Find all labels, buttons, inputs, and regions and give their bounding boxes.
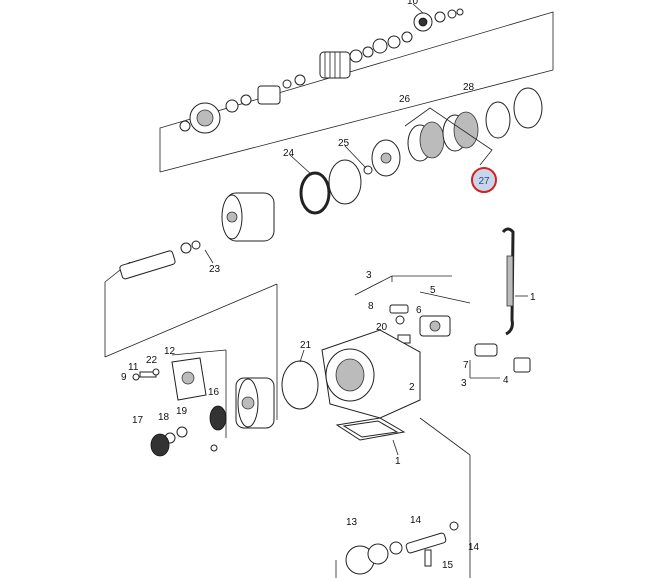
upper-shaft-assembly: 27 [104, 3, 554, 357]
label-21: 21 [300, 340, 312, 351]
label-26: 26 [399, 94, 411, 105]
label-1-gasket: 1 [395, 456, 401, 467]
label-25: 25 [338, 138, 350, 149]
label-14-bottom: 14 [468, 542, 480, 553]
label-8: 8 [368, 301, 374, 312]
label-12: 12 [164, 346, 176, 357]
label-9: 9 [121, 372, 127, 383]
part-24-ring[interactable] [299, 159, 362, 215]
part-27-highlight[interactable]: 27 [471, 167, 497, 193]
label-10: 10 [407, 0, 419, 7]
label-28: 28 [463, 82, 475, 93]
shaft-23 [104, 240, 214, 357]
label-23: 23 [209, 264, 221, 275]
label-17: 17 [132, 415, 144, 426]
bottom-gears [335, 521, 459, 578]
label-2: 2 [409, 382, 415, 393]
label-7: 7 [463, 360, 469, 371]
label-27: 27 [478, 176, 490, 187]
label-18: 18 [158, 412, 170, 423]
label-3-bottom: 3 [461, 378, 467, 389]
clutch-pack [404, 87, 543, 166]
part-25[interactable] [363, 139, 401, 177]
label-14-top: 14 [410, 515, 422, 526]
label-24: 24 [283, 148, 295, 159]
label-20: 20 [376, 322, 388, 333]
label-4: 4 [503, 375, 509, 386]
label-1-tube: 1 [530, 292, 536, 303]
label-6: 6 [416, 305, 422, 316]
housing-assembly [104, 227, 531, 578]
label-19: 19 [176, 406, 188, 417]
label-15: 15 [442, 560, 454, 571]
label-22: 22 [146, 355, 158, 366]
label-13: 13 [346, 517, 358, 528]
part-10-gear[interactable] [413, 8, 464, 32]
label-11: 11 [128, 362, 139, 373]
bottom-gasket [335, 417, 406, 441]
callout-labels: 10 26 28 24 25 23 3 5 1 8 6 20 21 7 4 3 … [121, 0, 536, 571]
bolts [132, 368, 160, 381]
transmission-housing [321, 329, 421, 419]
part-21-gasket[interactable] [281, 360, 319, 410]
label-3-top: 3 [366, 270, 372, 281]
flange [235, 377, 275, 429]
seals [150, 405, 227, 457]
clutch-drum [221, 192, 275, 242]
label-5: 5 [430, 285, 436, 296]
label-16: 16 [208, 387, 220, 398]
sensor-parts [469, 343, 531, 379]
part-12-cover[interactable] [171, 357, 207, 401]
valve-parts [389, 304, 451, 344]
upper-shaft-parts [179, 31, 413, 134]
part-1-tube[interactable] [501, 227, 515, 336]
